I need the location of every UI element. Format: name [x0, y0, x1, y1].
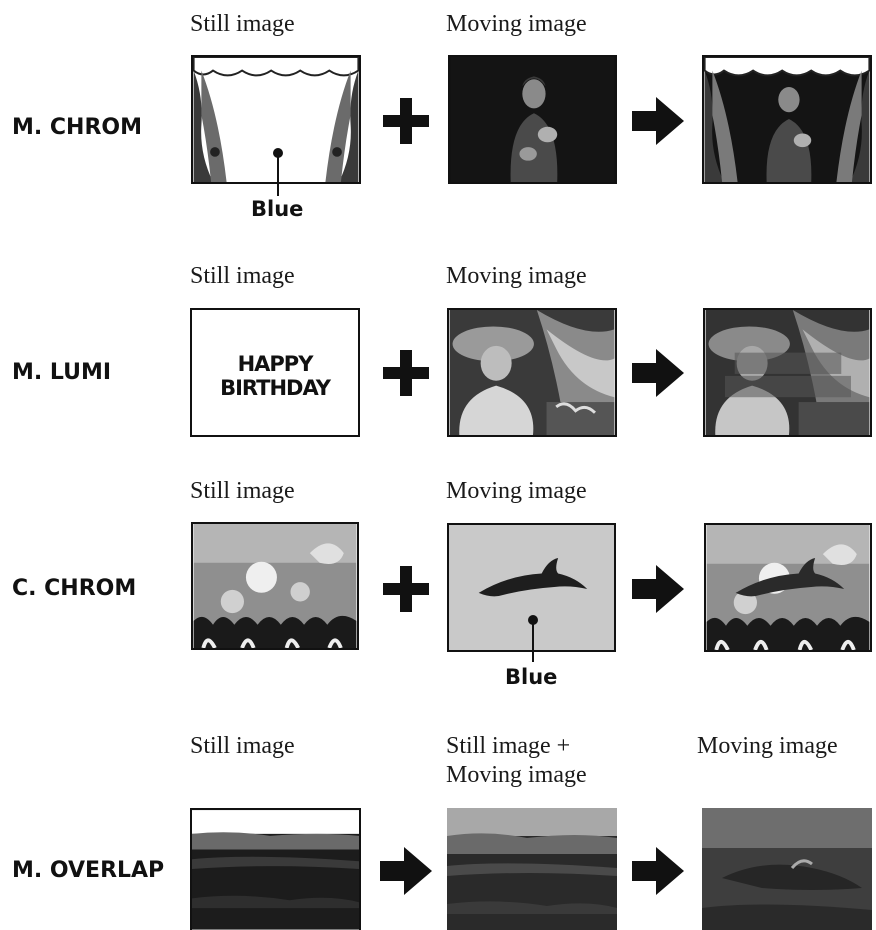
- woman-portrait-image: [450, 57, 615, 182]
- blue-label: Blue: [505, 665, 558, 689]
- mode-label-m-lumi: M. LUMI: [12, 360, 112, 385]
- right-arrow-icon: [632, 349, 684, 397]
- right-arrow-icon: [632, 565, 684, 613]
- plus-icon: [383, 566, 429, 612]
- landscape-still-image: [192, 810, 359, 930]
- result-flowers-dolphin-frame: [704, 523, 872, 652]
- right-arrow-icon: [632, 97, 684, 145]
- curtain-image: [193, 57, 359, 182]
- result-girl-birthday-frame: [703, 308, 872, 437]
- birthday-text: BIRTHDAY: [220, 376, 331, 400]
- blue-pointer-line: [532, 620, 534, 662]
- combined-curtain-woman-image: [704, 57, 870, 182]
- mode-label-c-chrom: C. CHROM: [12, 576, 137, 601]
- result-curtain-woman-frame: [702, 55, 872, 184]
- moving-image-woman-frame: [448, 55, 617, 184]
- moving-image-landscape-frame: [702, 808, 872, 930]
- caption-moving-image: Moving image: [446, 263, 587, 289]
- still-image-flowers-frame: [191, 522, 359, 650]
- happy-text: HAPPY: [237, 352, 314, 376]
- still-image-landscape-frame: [190, 808, 361, 930]
- dolphin-image: [449, 525, 614, 650]
- caption-moving-image: Moving image: [446, 478, 587, 504]
- moving-image-girl-frame: [447, 308, 617, 437]
- caption-moving-image: Moving image: [697, 733, 838, 759]
- blue-pointer-line: [277, 153, 279, 196]
- caption-moving-image: Moving image: [446, 11, 587, 37]
- right-arrow-icon: [380, 847, 432, 895]
- caption-still-image: Still image: [190, 733, 295, 759]
- overlap-transition-image: [447, 808, 617, 930]
- moving-image-dolphin-frame: [447, 523, 616, 652]
- caption-still-image: Still image: [190, 263, 295, 289]
- combined-girl-birthday-image: [705, 310, 870, 435]
- caption-still-image: Still image: [190, 11, 295, 37]
- girl-with-hat-image: [449, 310, 615, 435]
- caption-still-plus-moving-line2: Moving image: [446, 762, 587, 788]
- plus-icon: [383, 98, 429, 144]
- right-arrow-icon: [632, 847, 684, 895]
- moving-landscape-image: [702, 808, 872, 930]
- combined-flowers-dolphin-image: [706, 525, 870, 650]
- mode-label-m-chrom: M. CHROM: [12, 115, 143, 140]
- plus-icon: [383, 350, 429, 396]
- still-image-curtain-frame: [191, 55, 361, 184]
- blue-label: Blue: [251, 197, 304, 221]
- mode-label-m-overlap: M. OVERLAP: [12, 858, 165, 883]
- caption-still-plus-moving-line1: Still image +: [446, 733, 571, 759]
- caption-still-image: Still image: [190, 478, 295, 504]
- transition-landscape-frame: [447, 808, 617, 930]
- flowers-illustration-image: [193, 524, 357, 648]
- still-image-happy-birthday-frame: HAPPY BIRTHDAY: [190, 308, 360, 437]
